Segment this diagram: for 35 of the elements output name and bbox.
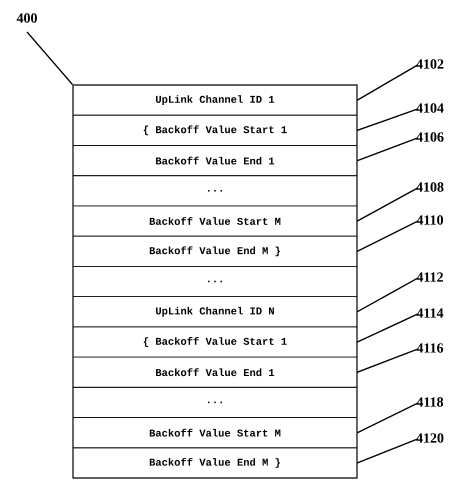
table-row: { Backoff Value Start 1 <box>72 326 358 358</box>
leader-line <box>357 137 418 162</box>
reference-number: 4116 <box>416 343 444 353</box>
reference-number: 4114 <box>416 308 444 318</box>
reference-number: 4118 <box>416 397 444 407</box>
leader-line <box>26 31 73 85</box>
leader-line <box>357 64 418 101</box>
table-row: Backoff Value Start M <box>72 206 358 236</box>
leader-line <box>357 277 419 312</box>
leader-line <box>357 187 418 222</box>
reference-number: 4106 <box>416 132 444 142</box>
reference-number: 4108 <box>416 182 444 192</box>
leader-line <box>357 402 419 434</box>
reference-number: 4110 <box>416 215 444 225</box>
table-row: Backoff Value Start M <box>72 417 358 448</box>
table-row: { Backoff Value Start 1 <box>72 114 358 146</box>
leader-line <box>357 313 419 343</box>
table-row: Backoff Value End 1 <box>72 356 358 388</box>
table-row: Backoff Value End 1 <box>72 145 358 176</box>
reference-number: 4120 <box>416 433 444 443</box>
leader-line <box>357 108 418 131</box>
table-row: ... <box>72 386 358 418</box>
table-row: Backoff Value End M } <box>72 236 358 267</box>
reference-number: 4104 <box>416 103 444 113</box>
table-row: UpLink Channel ID 1 <box>72 84 358 116</box>
leader-line <box>357 438 418 464</box>
reference-number: 4102 <box>416 59 444 69</box>
table-row: UpLink Channel ID N <box>72 296 358 328</box>
leader-line <box>357 220 419 252</box>
leader-line <box>357 348 418 373</box>
reference-number: 400 <box>16 13 37 23</box>
table-row: ... <box>72 175 358 206</box>
reference-number: 4112 <box>416 272 443 282</box>
table-row: ... <box>72 266 358 297</box>
table-row: Backoff Value End M } <box>72 447 358 478</box>
